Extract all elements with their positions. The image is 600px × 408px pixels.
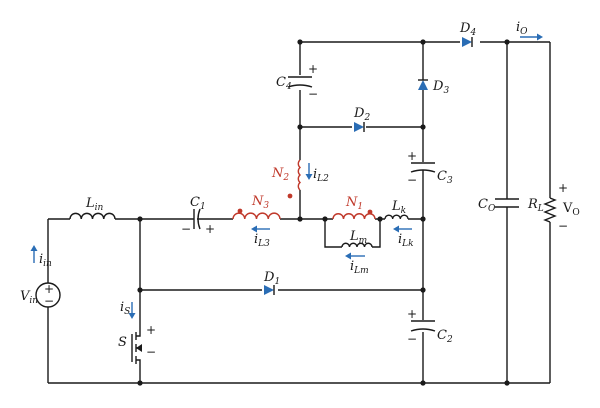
iin-label: iin xyxy=(39,252,52,269)
c4-plus: + xyxy=(308,62,318,76)
vo-plus: + xyxy=(558,181,568,195)
d4-diode: D4 xyxy=(459,21,476,47)
n3-winding: N3 xyxy=(232,194,281,220)
d2-label: D2 xyxy=(353,106,370,123)
s-label: S xyxy=(118,335,127,350)
current-arrow-iin: iin xyxy=(30,245,52,269)
c1-minus: − xyxy=(181,222,191,236)
ilm-label: iLm xyxy=(350,259,369,276)
junction-nodes xyxy=(137,39,510,386)
lk-label: Lk xyxy=(391,199,406,216)
d2-diode: D2 xyxy=(353,106,370,132)
c2-capacitor: C2 + − xyxy=(407,307,453,346)
is-label: iS xyxy=(120,300,130,317)
current-arrow-il2: iL2 xyxy=(305,163,329,184)
lin-inductor: Lin xyxy=(69,196,116,220)
current-arrow-ilm: iLm xyxy=(345,252,369,276)
lm-inductor: Lm xyxy=(341,229,373,248)
current-arrow-ilk: iLk xyxy=(393,225,414,249)
c1-capacitor: C1 − + xyxy=(181,195,215,236)
mosfet-switch: S + − xyxy=(118,323,156,365)
c3-label: C3 xyxy=(437,169,453,186)
vin-plus: + xyxy=(44,282,54,296)
s-plus: + xyxy=(146,323,156,337)
rl-resistor: RL + VO − xyxy=(527,181,580,233)
n2-label: N2 xyxy=(271,166,289,183)
c4-minus: − xyxy=(308,87,318,101)
c1-label: C1 xyxy=(190,195,206,212)
c3-minus: − xyxy=(407,173,417,187)
n1-winding: N1 xyxy=(332,195,376,220)
current-arrow-io: iO xyxy=(516,20,543,41)
n3-label: N3 xyxy=(251,194,269,211)
co-capacitor: CO xyxy=(478,197,519,214)
c3-plus: + xyxy=(407,149,417,163)
s-minus: − xyxy=(146,345,156,359)
current-arrow-is: iS xyxy=(120,300,136,319)
lm-label: Lm xyxy=(349,229,367,246)
d1-diode: D1 xyxy=(263,270,280,295)
lin-label: Lin xyxy=(85,196,104,213)
c3-capacitor: C3 + − xyxy=(407,149,453,187)
current-arrow-il3: iL3 xyxy=(251,225,270,249)
vin-label: Vin xyxy=(20,289,38,306)
vo-minus: − xyxy=(558,219,568,233)
c4-label: C4 xyxy=(276,75,292,92)
co-label: CO xyxy=(478,197,496,214)
vin-source: + − Vin xyxy=(20,282,61,308)
rl-label: RL xyxy=(527,197,544,214)
c4-capacitor: C4 + − xyxy=(276,62,318,101)
n2-winding: N2 xyxy=(271,159,302,199)
c2-minus: − xyxy=(407,332,417,346)
n1-label: N1 xyxy=(345,195,363,212)
c1-plus: + xyxy=(205,222,215,236)
io-label: iO xyxy=(516,20,528,37)
vin-minus: − xyxy=(44,294,54,308)
wires xyxy=(47,41,551,384)
lk-inductor: Lk xyxy=(384,199,409,220)
d1-label: D1 xyxy=(263,270,280,287)
c2-label: C2 xyxy=(437,328,453,345)
il2-label: iL2 xyxy=(313,167,329,184)
c2-plus: + xyxy=(407,307,417,321)
vo-label: VO xyxy=(562,201,580,218)
il3-label: iL3 xyxy=(254,232,270,249)
d3-diode: D3 xyxy=(418,79,449,96)
d3-label: D3 xyxy=(432,79,449,96)
ilk-label: iLk xyxy=(398,232,414,249)
d4-label: D4 xyxy=(459,21,476,38)
